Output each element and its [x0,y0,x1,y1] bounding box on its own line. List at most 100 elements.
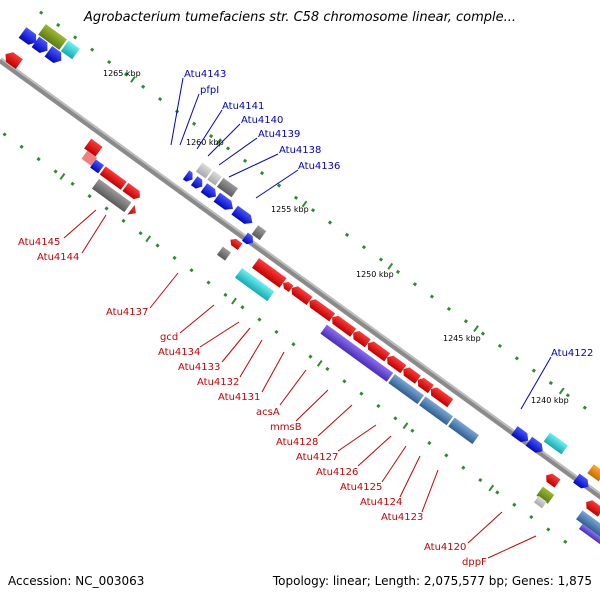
gene-blue-4121[interactable] [511,426,531,445]
label-atu4138[interactable]: Atu4138 [279,145,321,156]
tick-dot [463,319,469,324]
gene-atu4133[interactable] [289,284,313,305]
gene-acsa-steel[interactable] [388,374,424,405]
tick-dot [529,514,534,520]
gene-arrow-blue-2[interactable] [31,36,52,56]
gene-atu4141[interactable] [216,177,238,198]
gene-atu4137-fwd[interactable] [213,192,237,214]
label-atu4132[interactable]: Atu4132 [197,377,239,388]
label-atu4133[interactable]: Atu4133 [178,362,220,373]
gene-red-right-1[interactable] [583,498,600,517]
gene-atu4120[interactable] [536,486,555,504]
gene-blue-in-rev[interactable] [90,159,105,174]
gene-gcd-cyan[interactable] [234,267,275,302]
gene-gcd[interactable] [251,258,287,288]
label-atu4125[interactable]: Atu4125 [340,482,382,493]
gene-atu4131-purple[interactable] [320,324,394,382]
label-atu4144[interactable]: Atu4144 [37,252,79,263]
gene-atu4127[interactable] [400,365,421,384]
label-atu4139[interactable]: Atu4139 [258,129,300,140]
tick-dot [73,35,78,40]
gene-atu4144[interactable] [91,178,132,213]
tick-dot [327,220,333,225]
gene-atu4138[interactable] [200,183,220,201]
gene-gray-small[interactable] [251,225,267,241]
leader-atu4138 [228,153,279,178]
label-atu4137[interactable]: Atu4137 [106,307,148,318]
gene-blue-right[interactable] [573,473,592,492]
major-tick-mark [488,484,495,492]
tick-dot [90,47,95,52]
gene-red-arrow-1[interactable] [228,236,243,251]
label-atu4123[interactable]: Atu4123 [381,512,423,523]
tick-dot [223,292,228,297]
tick-dot [325,366,330,372]
gene-blue-4121b[interactable] [525,436,546,456]
leader-atu4125 [381,445,407,483]
label-atu4131[interactable]: Atu4131 [218,392,260,403]
label-atu4134[interactable]: Atu4134 [158,347,200,358]
label-gcd[interactable]: gcd [160,332,178,343]
label-atu4128[interactable]: Atu4128 [276,437,318,448]
label-atu4145[interactable]: Atu4145 [18,237,60,248]
tick-label-1245: 1245 kbp [443,334,481,343]
label-atu4124[interactable]: Atu4124 [360,497,402,508]
gene-atu4137[interactable] [216,246,231,261]
label-mmsb[interactable]: mmsB [270,422,302,433]
label-atu4143[interactable]: Atu4143 [184,69,226,80]
tick-dot [546,527,551,532]
major-tick-mark [473,325,479,333]
tick-label-1255: 1255 kbp [271,205,309,214]
gene-atu4120-red[interactable] [543,471,561,488]
leader-dppf [487,535,537,559]
label-atu4141[interactable]: Atu4141 [222,101,264,112]
label-pfpi[interactable]: pfpI [200,85,219,96]
label-atu4122[interactable]: Atu4122 [551,348,593,359]
gene-olive-1[interactable] [38,24,67,50]
gene-atu4143[interactable] [195,162,213,179]
gene-pfpi[interactable] [207,170,222,186]
gene-atu4136[interactable] [231,205,255,228]
tick-dot [36,157,41,162]
gene-mmsb[interactable] [365,339,391,362]
gene-atu4123[interactable] [448,417,479,445]
gene-pink[interactable] [81,150,98,166]
tick-label-1250: 1250 kbp [356,270,394,279]
gene-atu4134[interactable] [281,280,294,293]
tick-dot [427,440,432,446]
gene-acsa[interactable] [350,329,371,348]
label-dppf[interactable]: dppF [462,557,487,568]
gene-atu4131[interactable] [329,313,357,337]
label-atu4127[interactable]: Atu4127 [296,452,338,463]
gene-arrow-blue-3[interactable] [44,46,66,66]
gene-atu4126[interactable] [415,376,434,394]
tick-dot [410,428,415,433]
gene-atu4120-gray[interactable] [533,495,547,509]
gene-dppf-purple[interactable] [578,524,600,553]
gene-dppf[interactable] [576,510,600,543]
gene-cyan-1[interactable] [60,40,80,60]
gene-atu4139[interactable] [190,176,206,191]
gene-atu4144-red[interactable] [122,182,142,202]
gene-arrow-blue-1[interactable] [18,27,40,48]
gene-atu4145[interactable] [99,166,127,190]
label-atu4120[interactable]: Atu4120 [424,542,466,553]
tick-dot [141,84,146,89]
tick-dot [361,245,367,250]
gene-labels-bottom: Atu4145 Atu4144 Atu4137 gcd Atu4134 Atu4… [18,237,487,568]
gene-red-small-1[interactable] [84,138,103,157]
label-atu4136[interactable]: Atu4136 [298,161,340,172]
gene-atu4128[interactable] [384,353,407,374]
label-acsa[interactable]: acsA [256,407,280,418]
label-atu4126[interactable]: Atu4126 [316,467,358,478]
gene-atu4125[interactable] [428,385,454,408]
label-atu4140[interactable]: Atu4140 [241,115,283,126]
major-tick-mark [558,387,565,395]
backbone-line [0,57,600,510]
gene-mmsb-steel[interactable] [419,396,454,426]
gene-atu4122[interactable] [543,432,568,455]
gene-red-far-left[interactable] [2,49,23,69]
gene-orange[interactable] [587,464,600,482]
gene-atu4132[interactable] [307,297,336,322]
gene-atu4140[interactable] [182,170,196,184]
